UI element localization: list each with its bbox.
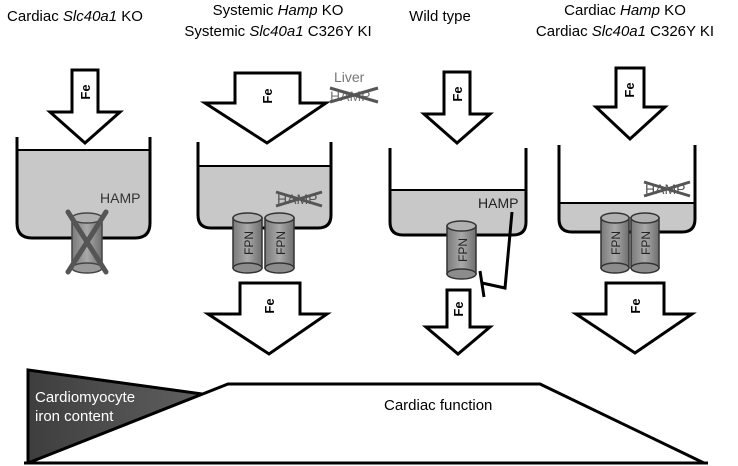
- deletion-cross-icon: [65, 209, 109, 275]
- fe-label: Fe: [622, 82, 637, 97]
- hamp-cross-icon: [275, 190, 323, 208]
- liver-hamp-cross-icon: [329, 86, 379, 104]
- panel-wild-type: Fe HAMP FPN Fe: [388, 70, 528, 356]
- iron-content-label-line: iron content: [35, 408, 114, 425]
- title-line: Cardiac Slc40a1 KO: [7, 8, 143, 25]
- fe-arrow-in: [420, 70, 494, 145]
- panel-title-cardiac-slc40a1-ko: Cardiac Slc40a1 KO: [0, 6, 150, 27]
- hamp-cross-icon: [643, 180, 691, 198]
- fe-label: Fe: [260, 88, 275, 103]
- iron-content-label: Cardiomyocyte iron content: [35, 389, 139, 425]
- fpn-cylinder: FPN: [630, 212, 660, 274]
- cardiomyocyte-fill: [390, 190, 526, 235]
- fe-arrow-in: [592, 66, 669, 142]
- fe-arrow-out: [571, 281, 697, 355]
- fe-arrow-out: [421, 288, 495, 356]
- fpn-cylinder: FPN: [600, 212, 630, 274]
- hamp-label: HAMP: [478, 195, 518, 211]
- fe-arrow-in: [199, 71, 331, 145]
- fpn-label: FPN: [456, 238, 470, 262]
- title-line: Systemic Slc40a1 C326Y KI: [184, 23, 372, 40]
- hamp-label: HAMP: [100, 190, 140, 206]
- fe-label: Fe: [262, 298, 277, 313]
- fpn-label: FPN: [609, 231, 623, 255]
- fpn-label: FPN: [274, 231, 288, 255]
- bottom-trend-bars: Cardiomyocyte iron content Cardiac funct…: [24, 368, 708, 465]
- fpn-label: FPN: [639, 231, 653, 255]
- panel-title-wild-type: Wild type: [400, 6, 480, 27]
- cardiac-function-label: Cardiac function: [384, 397, 492, 414]
- title-line: Wild type: [409, 8, 471, 25]
- fpn-cylinder: FPN: [446, 220, 477, 280]
- fpn-cylinder: FPN: [264, 212, 295, 274]
- hamp-inhibition-line: [481, 211, 514, 290]
- fe-arrow-in: [46, 68, 124, 146]
- iron-content-label-line: Cardiomyocyte: [35, 389, 135, 406]
- cardiomyocyte-fill: [17, 150, 150, 238]
- panel-title-systemic: Systemic Hamp KO Systemic Slc40a1 C326Y …: [168, 0, 388, 42]
- fe-label: Fe: [628, 298, 643, 313]
- title-line: Cardiac Slc40a1 C326Y KI: [535, 23, 715, 40]
- cardiomyocyte-fill: [198, 166, 331, 228]
- fpn-label: FPN: [242, 231, 256, 255]
- title-line: Cardiac Hamp KO: [564, 2, 686, 19]
- panel-cardiac-hamp: Fe HAMP FPN FPN Fe: [557, 66, 697, 355]
- fe-arrow-out: [202, 281, 332, 356]
- panel-cardiac-slc40a1-ko: Fe HAMP: [15, 68, 152, 275]
- fe-label: Fe: [78, 84, 93, 99]
- fe-label: Fe: [451, 301, 466, 316]
- liver-label: Liver: [334, 69, 365, 85]
- title-line: Systemic Hamp KO: [212, 2, 344, 19]
- fe-label: Fe: [450, 86, 465, 101]
- panel-systemic: Fe Liver HAMP HAMP FPN FPN Fe: [196, 69, 379, 356]
- fpn-cylinder: FPN: [232, 212, 263, 274]
- inhibition-bar: [478, 270, 486, 298]
- panel-title-cardiac-hamp: Cardiac Hamp KO Cardiac Slc40a1 C326Y KI: [512, 0, 738, 42]
